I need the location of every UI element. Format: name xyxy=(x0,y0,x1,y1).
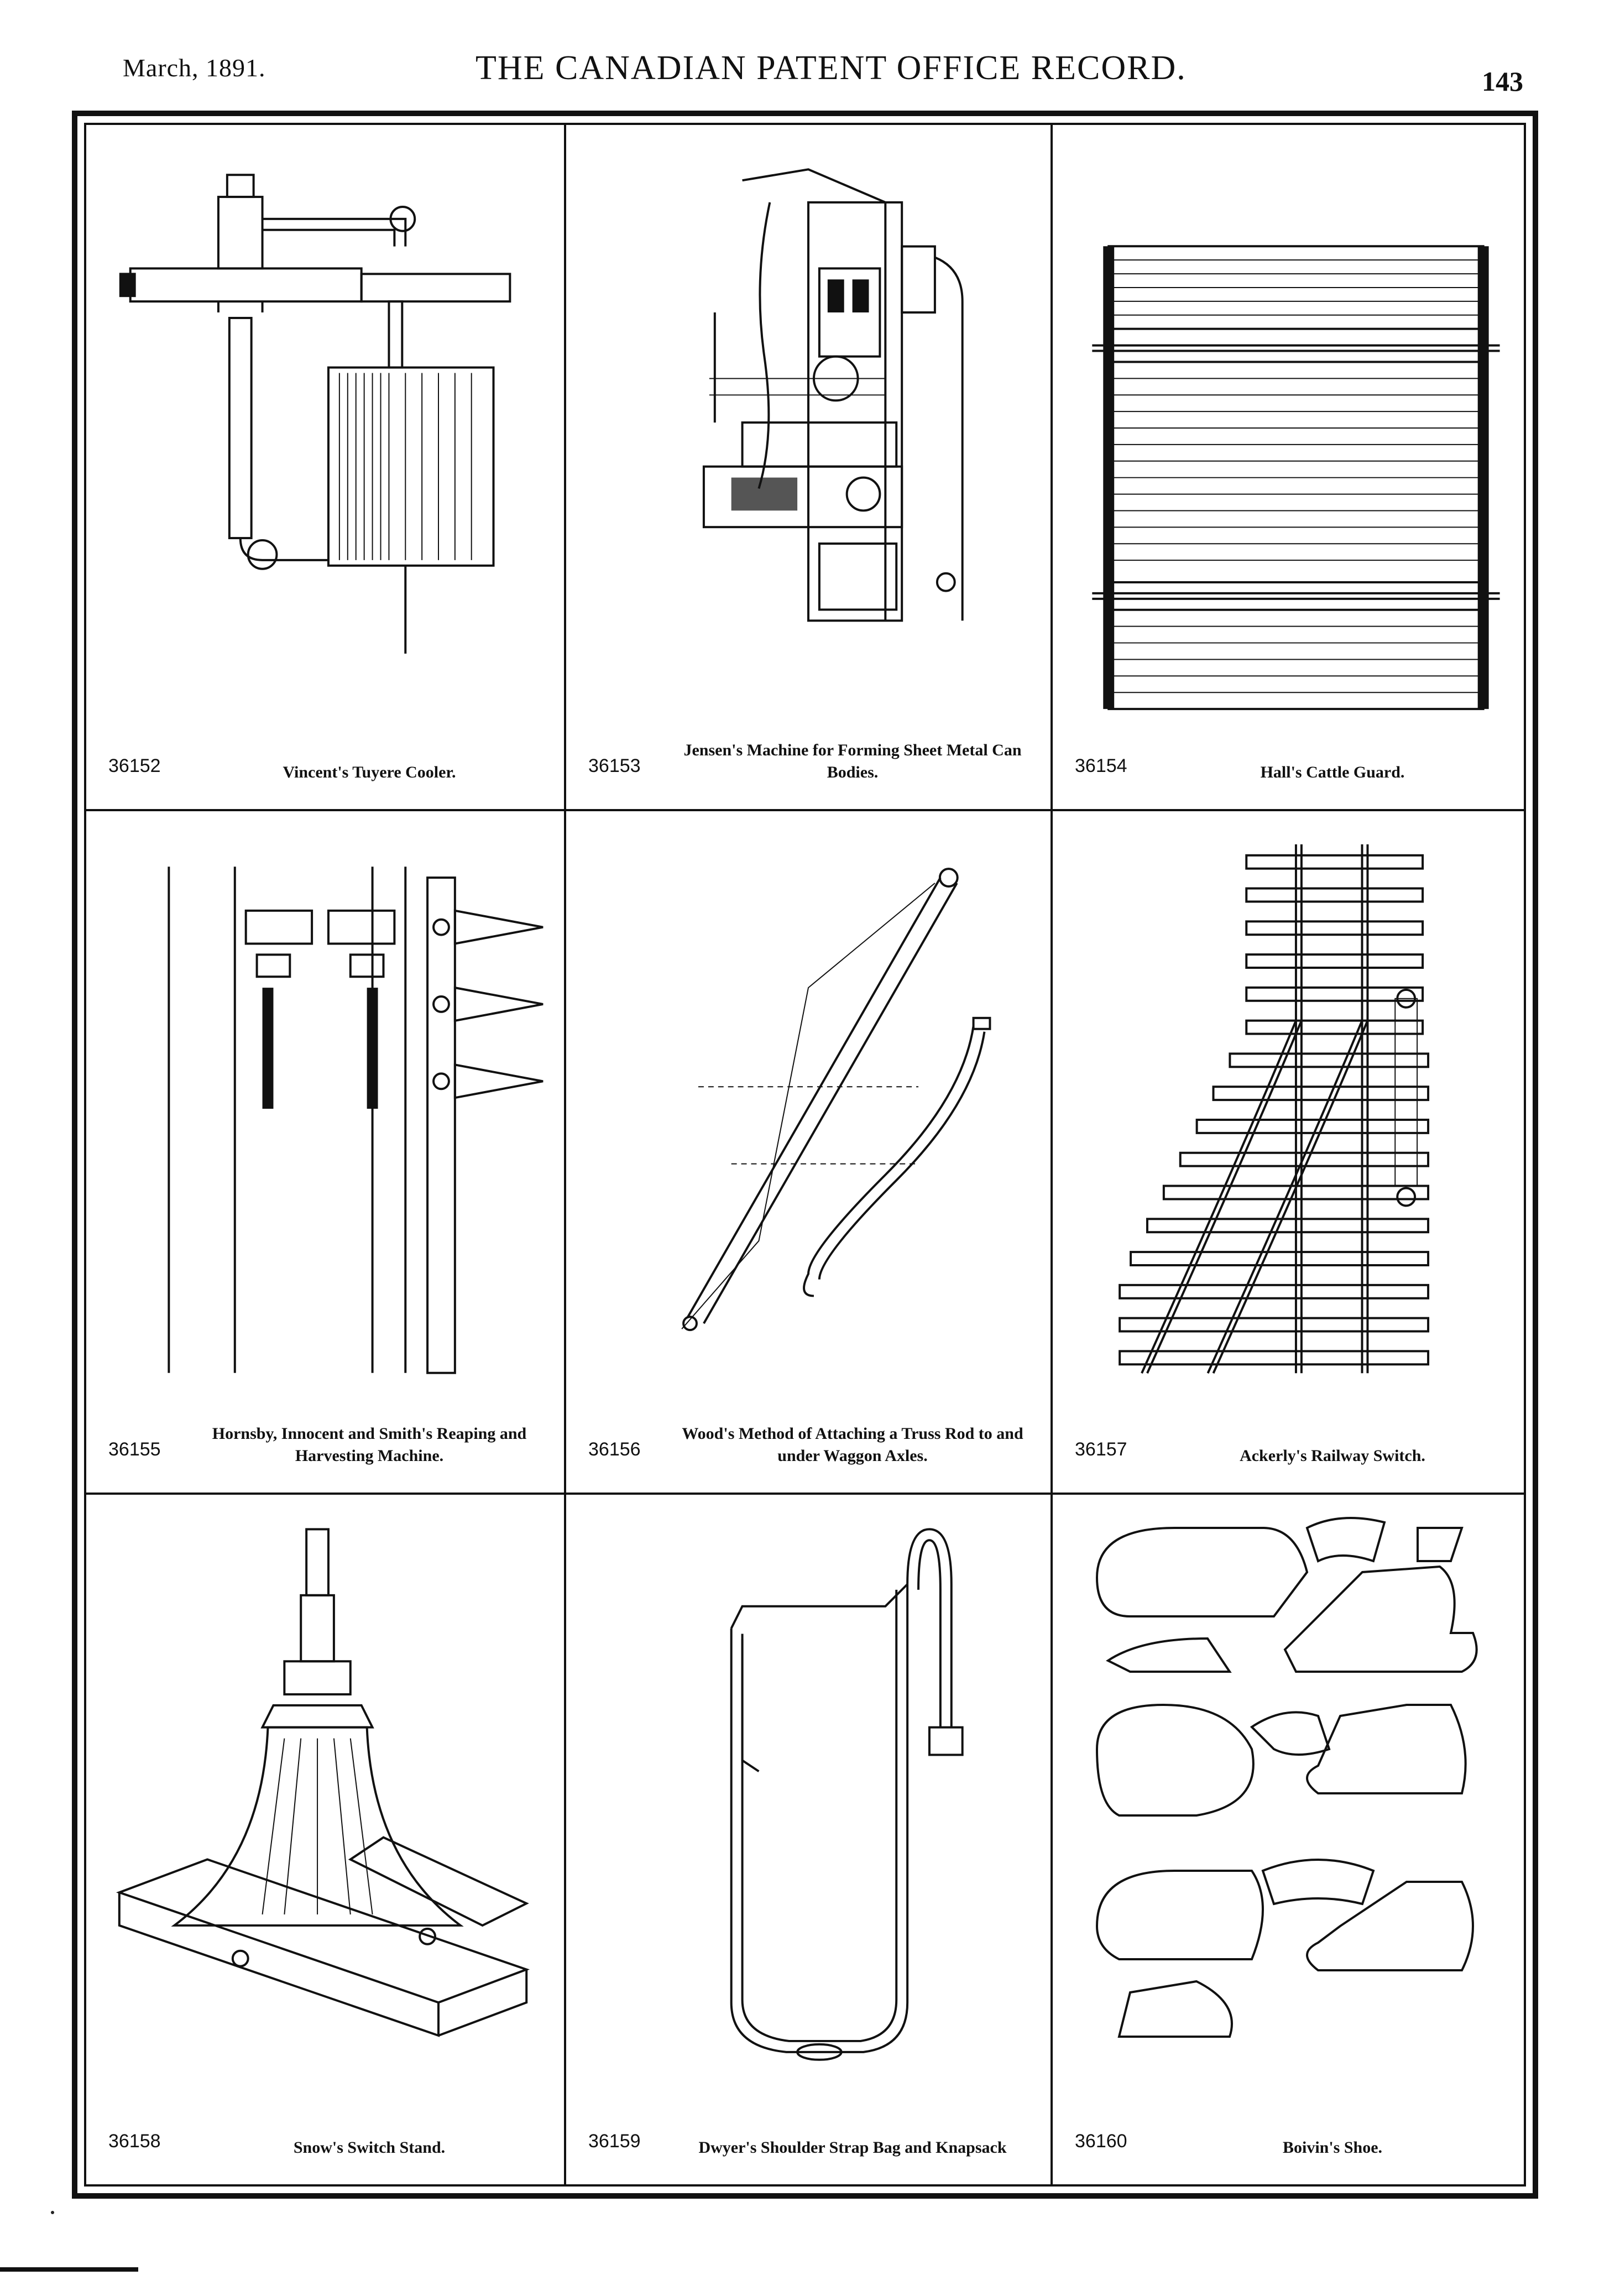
patent-caption: Ackerly's Railway Switch. xyxy=(1240,1447,1425,1465)
shoe-illustration xyxy=(1064,1506,1513,2101)
patent-cell: 36156 Wood's Method of Attaching a Truss… xyxy=(566,811,1053,1495)
reaping-machine-illustration xyxy=(97,822,553,1410)
can-body-machine-illustration xyxy=(577,136,1039,726)
patent-caption: Hornsby, Innocent and Smith's Reaping an… xyxy=(212,1424,527,1465)
patent-caption: Dwyer's Shoulder Strap Bag and Knapsack xyxy=(698,2138,1007,2157)
knapsack-illustration xyxy=(577,1506,1039,2101)
railway-switch-illustration xyxy=(1064,822,1513,1410)
patent-cell: 36159 Dwyer's Shoulder Strap Bag and Kna… xyxy=(566,1495,1053,2184)
patent-cell: 36152 Vincent's Tuyere Cooler. xyxy=(86,125,566,811)
patent-grid: 36152 Vincent's Tuyere Cooler. xyxy=(86,125,1524,2184)
patent-number: 36158 xyxy=(108,2131,161,2152)
patent-number: 36157 xyxy=(1075,1439,1127,1460)
patent-number: 36160 xyxy=(1075,2131,1127,2152)
patent-number: 36154 xyxy=(1075,755,1127,776)
page-header: March, 1891. THE CANADIAN PATENT OFFICE … xyxy=(0,0,1620,111)
page-number: 143 xyxy=(1482,66,1523,97)
patent-caption: Jensen's Machine for Forming Sheet Metal… xyxy=(683,741,1022,781)
stray-mark xyxy=(51,2211,54,2214)
patent-caption: Boivin's Shoe. xyxy=(1282,2138,1383,2157)
truss-rod-illustration xyxy=(577,822,1039,1410)
patent-cell: 36155 Hornsby, Innocent and Smith's Reap… xyxy=(86,811,566,1495)
publication-title: THE CANADIAN PATENT OFFICE RECORD. xyxy=(475,49,1187,87)
page-border-outer xyxy=(72,111,1538,2199)
page-border-inner xyxy=(84,123,1526,2187)
cattle-guard-illustration xyxy=(1064,136,1513,726)
patent-cell: 36154 Hall's Cattle Guard. xyxy=(1053,125,1524,811)
patent-caption: Vincent's Tuyere Cooler. xyxy=(283,763,456,781)
footer-rule xyxy=(0,2267,138,2272)
patent-cell: 36160 Boivin's Shoe. xyxy=(1053,1495,1524,2184)
issue-date: March, 1891. xyxy=(123,54,266,82)
patent-caption: Hall's Cattle Guard. xyxy=(1260,763,1405,781)
patent-caption: Wood's Method of Attaching a Truss Rod t… xyxy=(682,1424,1023,1465)
patent-cell: 36153 Jensen's Machine for Forming Sheet… xyxy=(566,125,1053,811)
patent-number: 36159 xyxy=(588,2131,641,2152)
patent-caption: Snow's Switch Stand. xyxy=(293,2138,446,2157)
patent-number: 36153 xyxy=(588,755,641,776)
patent-number: 36155 xyxy=(108,1439,161,1460)
patent-cell: 36157 Ackerly's Railway Switch. xyxy=(1053,811,1524,1495)
patent-number: 36152 xyxy=(108,755,161,776)
patent-cell: 36158 Snow's Switch Stand. xyxy=(86,1495,566,2184)
patent-number: 36156 xyxy=(588,1439,641,1460)
switch-stand-illustration xyxy=(97,1506,553,2101)
tuyere-cooler-illustration xyxy=(97,136,553,726)
